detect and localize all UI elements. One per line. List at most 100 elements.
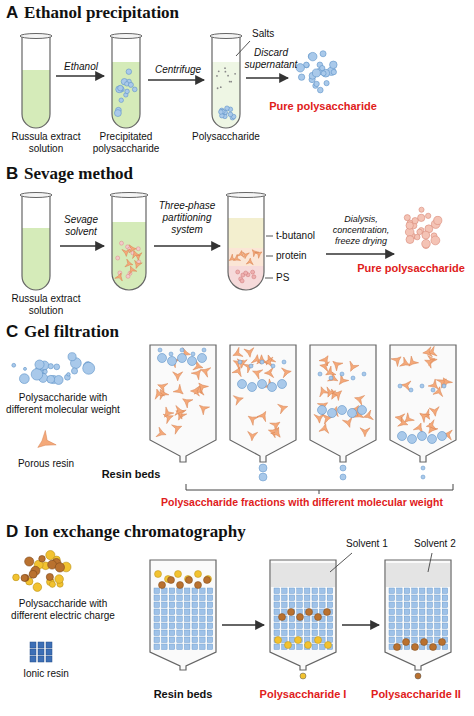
charged-particle — [25, 557, 34, 566]
ionic-resin — [419, 623, 425, 629]
process-arrow — [154, 245, 220, 246]
ionic-resin — [154, 630, 160, 636]
polysaccharide-particle — [71, 368, 77, 374]
resin-piece — [391, 357, 401, 367]
resin-piece — [327, 387, 336, 397]
ionic-resin — [397, 630, 403, 636]
ionic-resin — [207, 602, 213, 608]
polysaccharide-particle — [116, 86, 123, 93]
resin-piece — [191, 370, 201, 380]
ionic-resin — [274, 630, 280, 636]
resin-piece — [172, 425, 182, 434]
resin-piece — [242, 252, 249, 259]
polysaccharide-particle — [31, 369, 43, 381]
pure-polysaccharide-particle — [330, 61, 338, 69]
ionic-resin — [397, 595, 403, 601]
test-tube — [112, 36, 140, 128]
pure-polysaccharide-particle — [298, 74, 304, 80]
leader-line — [266, 236, 273, 237]
resin-piece — [264, 368, 273, 378]
text-label: PS — [276, 272, 306, 284]
resin-piece — [199, 383, 209, 393]
ionic-resin — [412, 595, 418, 601]
ionic-resin — [38, 656, 44, 662]
ps-particle — [119, 241, 123, 245]
resin-piece — [38, 430, 56, 447]
ionic-resin — [412, 609, 418, 615]
tube-rim — [226, 193, 266, 198]
pure-polysaccharide-particle — [320, 65, 325, 70]
small-particle — [431, 388, 435, 392]
resin-piece — [175, 405, 184, 415]
ionic-resin — [297, 602, 303, 608]
pure-polysaccharide-particle — [422, 239, 431, 248]
polysaccharide-particle — [119, 98, 123, 102]
ps-particle — [116, 256, 120, 260]
ionic-resin — [38, 649, 44, 655]
text-label: Solvent 1 — [346, 538, 398, 550]
tube-rim — [20, 193, 52, 198]
resin-piece — [164, 407, 173, 417]
resin-piece — [398, 417, 408, 426]
text-label: Polysaccharide — [186, 131, 266, 143]
ionic-resin — [274, 609, 280, 615]
ionic-resin — [154, 644, 160, 650]
polysaccharide-particle — [47, 375, 55, 383]
ionic-resin — [397, 637, 403, 643]
ionic-resin — [327, 602, 333, 608]
charged-particle — [155, 571, 162, 578]
ionic-resin — [177, 609, 183, 615]
resin-piece — [342, 417, 352, 427]
eluted-fraction — [340, 465, 346, 471]
resin-piece — [129, 245, 136, 253]
ionic-resin — [30, 649, 36, 655]
large-particle — [248, 383, 257, 392]
resin-piece — [237, 251, 244, 258]
ionic-resin — [427, 588, 433, 594]
ionic-resin — [289, 602, 295, 608]
resin-piece — [428, 379, 438, 389]
salt-particle — [218, 70, 220, 72]
ionic-resin — [162, 623, 168, 629]
step-label: Discard supernatant — [242, 47, 300, 71]
resin-piece — [244, 348, 254, 358]
ionic-resin — [320, 630, 326, 636]
resin-piece — [248, 416, 258, 425]
panel-letter: A — [6, 3, 26, 23]
pure-polysaccharide-particle — [417, 229, 423, 235]
ionic-resin — [162, 602, 168, 608]
ionic-resin — [404, 630, 410, 636]
charged-particle — [168, 577, 175, 584]
resin-piece — [319, 356, 328, 366]
charged-particle — [186, 577, 193, 584]
ionic-resin — [412, 637, 418, 643]
small-particle — [398, 384, 402, 388]
ionic-resin — [304, 588, 310, 594]
ionic-resin — [200, 609, 206, 615]
large-particle — [428, 435, 437, 444]
ionic-resin — [327, 616, 333, 622]
pure-polysaccharide-particle — [414, 234, 420, 240]
resin-piece — [320, 362, 330, 372]
small-particle — [318, 372, 322, 376]
salt-particle — [227, 75, 229, 77]
text-label: Russula extract solution — [4, 131, 88, 155]
ionic-resin — [297, 644, 303, 650]
text-label: Precipitated polysaccharide — [88, 131, 164, 155]
charged-particle — [306, 609, 313, 616]
ionic-resin — [442, 588, 448, 594]
charged-particle — [177, 582, 184, 589]
ionic-resin — [162, 630, 168, 636]
ionic-resin — [427, 602, 433, 608]
charged-particle — [439, 639, 446, 646]
ionic-resin — [184, 588, 190, 594]
ionic-resin — [282, 623, 288, 629]
text-label: Polysaccharide with different electric c… — [2, 598, 124, 622]
process-arrow — [60, 245, 104, 246]
resin-piece — [426, 420, 436, 430]
small-particle — [362, 372, 366, 376]
resin-piece — [173, 372, 183, 381]
small-particle — [158, 348, 162, 352]
charged-particle — [279, 614, 286, 621]
ionic-resin — [404, 595, 410, 601]
